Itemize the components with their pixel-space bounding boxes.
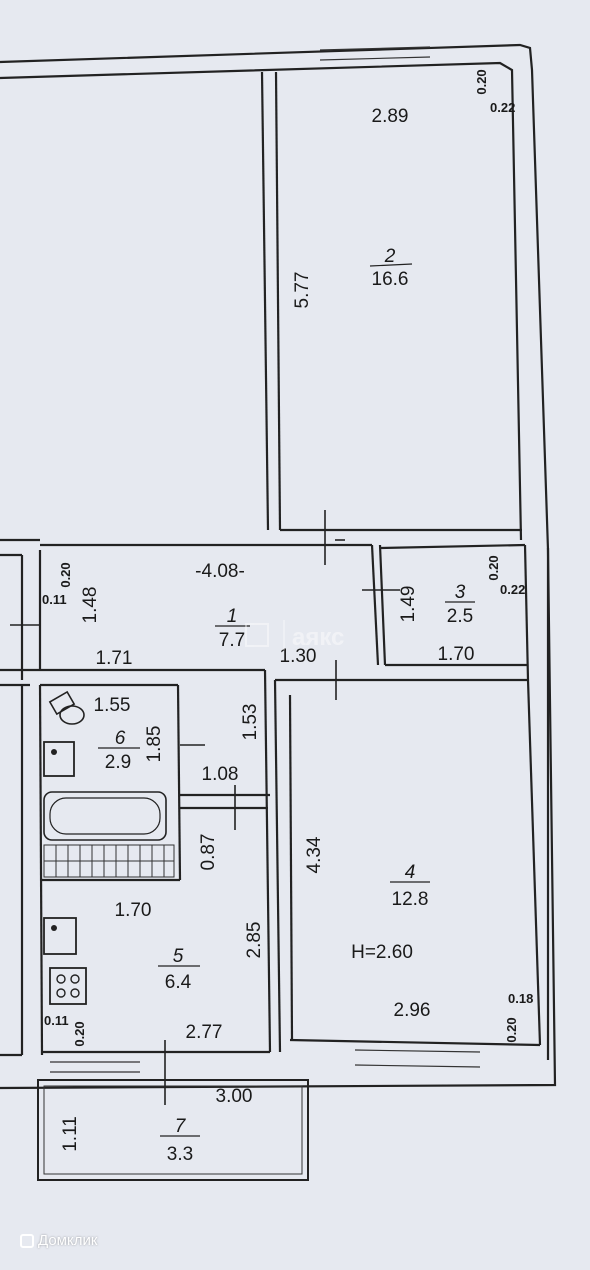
dim-room1-length: -4.08-	[195, 561, 245, 582]
kitchen-walls	[42, 1050, 270, 1073]
door-marks	[10, 510, 400, 1105]
room-5-number: 5	[173, 946, 184, 967]
kitchen-sink-icon	[43, 917, 77, 955]
room-2-label: 2 16.6	[369, 246, 413, 290]
dim-corr-height: 1.53	[240, 704, 261, 741]
dim-balcony-depth: 1.11	[60, 1116, 81, 1152]
dim-kitchen-bottom: 2.77	[186, 1022, 223, 1043]
room-7-number: 7	[175, 1116, 187, 1137]
room-3-area: 2.5	[447, 606, 473, 627]
dim-wall-mid-b: 0.11	[42, 592, 67, 607]
room-6-area: 2.9	[105, 752, 131, 773]
domclick-watermark: Домклик	[20, 1232, 97, 1249]
room-6-number: 6	[115, 728, 126, 749]
dim-wall-r3-a: 0.20	[486, 555, 501, 580]
room-1-area: 7.7	[219, 630, 245, 651]
dim-room2-length: 5.77	[292, 272, 313, 309]
domclick-logo-icon	[20, 1234, 34, 1248]
dim-room4-length: 4.34	[304, 836, 325, 873]
dim-wall-r3-b: 0.22	[500, 582, 525, 597]
heated-floor-grid	[43, 844, 175, 878]
dim-room1-w-right: 1.30	[280, 646, 317, 667]
stove-icon	[49, 967, 87, 1005]
room-2-number: 2	[384, 246, 396, 267]
dim-room3-width: 1.70	[438, 644, 475, 665]
dim-wall-k-a: 0.11	[44, 1013, 69, 1028]
dim-room3-height: 1.49	[398, 586, 419, 623]
domclick-watermark-text: Домклик	[38, 1232, 98, 1249]
room-4-area: 12.8	[392, 889, 429, 910]
room-4-label: 4 12.8	[390, 862, 430, 910]
dim-wall-top-b: 0.22	[490, 100, 515, 115]
room-1-label: 1 7.7	[215, 606, 250, 651]
sink-icon	[43, 741, 75, 777]
dim-corr-width: 1.08	[202, 764, 239, 785]
room-1-walls	[36, 543, 387, 672]
dim-room2-width: 2.89	[372, 106, 409, 127]
dim-room4-width: 2.96	[394, 1000, 431, 1021]
dim-wall-r4-b: 0.20	[504, 1017, 519, 1042]
room-4-walls	[273, 678, 542, 1053]
balcony-walls	[37, 1079, 309, 1181]
room-3-number: 3	[455, 582, 466, 603]
room-3-label: 3 2.5	[445, 582, 475, 627]
room-5-area: 6.4	[165, 972, 192, 993]
center-watermark-text: аякс	[292, 624, 344, 651]
room-2-area: 16.6	[372, 269, 409, 290]
dim-kitchen-height: 2.85	[244, 922, 265, 959]
room-3-walls	[379, 543, 530, 681]
center-watermark: аякс	[245, 620, 344, 651]
room-5-label: 5 6.4	[158, 946, 200, 993]
dim-wall-mid-a: 0.20	[58, 562, 73, 587]
dim-wall-r4-a: 0.18	[508, 991, 533, 1006]
dim-balcony-width: 3.00	[216, 1086, 253, 1107]
bathtub	[43, 791, 167, 841]
left-room-walls	[0, 538, 40, 1057]
dimension-labels: 2.89 5.77 0.20 0.22 -4.08- 0.20 0.11 1.4…	[42, 69, 533, 1151]
bathroom-walls	[38, 669, 272, 1056]
outer-walls	[0, 43, 557, 1090]
dim-ceiling-height: H=2.60	[351, 942, 413, 963]
room-1-number: 1	[227, 606, 238, 627]
dim-room1-w-left: 1.71	[96, 648, 133, 669]
dim-bath-height: 1.85	[144, 726, 165, 763]
room-2-walls	[260, 71, 522, 532]
dim-wall-top-a: 0.20	[474, 69, 489, 94]
room-6-label: 6 2.9	[98, 728, 140, 773]
room-7-area: 3.3	[167, 1144, 193, 1165]
toilet-icon	[48, 690, 85, 725]
room-4-number: 4	[405, 862, 416, 883]
dim-kitchen-top: 0.87	[198, 834, 219, 871]
dim-bath-width: 1.55	[94, 695, 131, 716]
dim-wall-k-b: 0.20	[72, 1021, 87, 1046]
dim-kitchen-width: 1.70	[115, 900, 152, 921]
dim-room1-left: 1.48	[80, 587, 101, 624]
window-top	[319, 46, 431, 61]
room-labels: 2 16.6 1 7.7 3 2.5 4 12.8 5 6.4 6 2.9	[98, 246, 475, 1165]
window-room-4	[354, 1049, 481, 1068]
room-7-label: 7 3.3	[160, 1116, 200, 1165]
